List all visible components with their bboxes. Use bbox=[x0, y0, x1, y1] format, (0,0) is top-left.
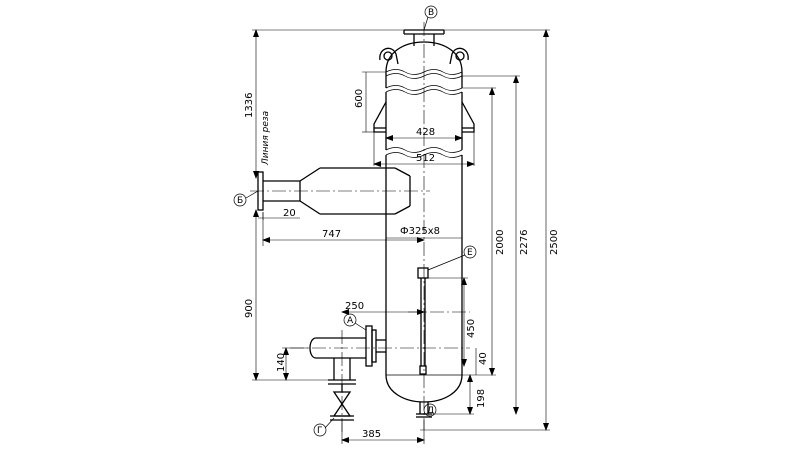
svg-text:40: 40 bbox=[478, 352, 489, 365]
dim-1336: 1336 bbox=[244, 29, 404, 179]
dim-2500: 2500 bbox=[420, 29, 560, 431]
cut-line-label: Линия реза bbox=[261, 111, 271, 166]
support-bracket-left bbox=[373, 101, 387, 133]
lifting-lug-right bbox=[449, 47, 469, 65]
lifting-lug-left bbox=[379, 47, 399, 65]
dim-diameter: Ф325х8 bbox=[386, 226, 462, 239]
svg-text:Б: Б bbox=[237, 196, 243, 206]
dim-450: 450 bbox=[428, 277, 477, 367]
marker-b: Б bbox=[233, 190, 259, 207]
svg-text:1336: 1336 bbox=[244, 93, 255, 118]
svg-text:747: 747 bbox=[322, 229, 341, 240]
dim-40: 40 bbox=[475, 348, 489, 375]
dim-2276: 2276 bbox=[462, 75, 530, 415]
dim-140: 140 bbox=[276, 347, 308, 381]
support-bracket-right bbox=[461, 101, 475, 133]
dim-900: 900 bbox=[244, 209, 328, 381]
svg-text:А: А bbox=[347, 316, 354, 326]
svg-text:250: 250 bbox=[345, 301, 364, 312]
svg-text:20: 20 bbox=[283, 208, 296, 219]
dim-20: 20 bbox=[258, 208, 300, 220]
dim-512: 512 bbox=[373, 132, 475, 167]
marker-g: Г bbox=[313, 417, 335, 437]
inlet-nozzle-a bbox=[290, 325, 470, 432]
svg-text:2000: 2000 bbox=[495, 230, 506, 255]
marker-d: Д bbox=[423, 403, 437, 417]
marker-a: А bbox=[343, 313, 367, 331]
svg-text:385: 385 bbox=[362, 429, 381, 440]
dim-428: 428 bbox=[385, 127, 463, 141]
svg-text:Д: Д bbox=[427, 406, 434, 416]
dim-198: 198 bbox=[432, 374, 487, 415]
svg-text:900: 900 bbox=[244, 299, 255, 318]
dim-600: 600 bbox=[354, 71, 386, 133]
marker-v: В bbox=[423, 5, 438, 31]
svg-text:2276: 2276 bbox=[519, 230, 530, 255]
inlet-nozzle-b bbox=[250, 167, 430, 215]
svg-text:Е: Е bbox=[467, 248, 473, 258]
svg-text:428: 428 bbox=[416, 127, 435, 138]
dim-385: 385 bbox=[341, 420, 425, 444]
svg-text:450: 450 bbox=[466, 319, 477, 338]
dim-2000: 2000 bbox=[462, 87, 506, 376]
svg-text:512: 512 bbox=[416, 153, 435, 164]
svg-text:Г: Г bbox=[317, 426, 323, 436]
svg-text:В: В bbox=[428, 8, 434, 18]
marker-e: Е bbox=[427, 245, 477, 271]
level-gauge bbox=[408, 267, 470, 375]
dim-747: 747 bbox=[262, 212, 425, 246]
svg-text:2500: 2500 bbox=[549, 230, 560, 255]
svg-text:600: 600 bbox=[354, 89, 365, 108]
svg-text:Ф325х8: Ф325х8 bbox=[400, 226, 440, 237]
svg-text:140: 140 bbox=[276, 353, 287, 372]
dim-250: 250 bbox=[341, 301, 425, 315]
svg-text:198: 198 bbox=[476, 389, 487, 408]
